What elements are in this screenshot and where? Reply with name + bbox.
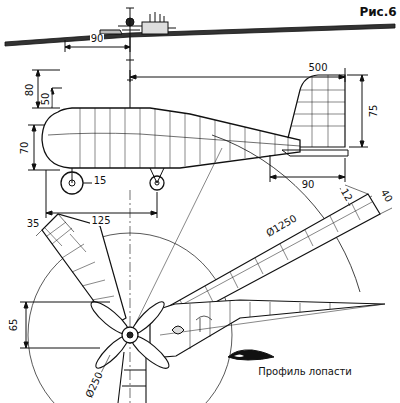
dimension: 90 bbox=[90, 34, 105, 44]
figure-number: Рис.6 bbox=[358, 6, 397, 18]
dimension: 65 bbox=[9, 318, 19, 333]
dimension: 75 bbox=[369, 104, 379, 119]
dimension: 35 bbox=[26, 219, 41, 229]
dimension: 125 bbox=[90, 216, 111, 226]
dimension: 40 bbox=[378, 187, 394, 205]
dimension: 70 bbox=[20, 141, 30, 156]
dimension: 500 bbox=[307, 63, 328, 73]
caption-label: Профиль лопасти bbox=[257, 367, 353, 377]
dimension: 90 bbox=[301, 180, 316, 190]
dimension: 50 bbox=[41, 92, 51, 107]
dimension: 15 bbox=[93, 176, 108, 186]
dimension: 12 bbox=[338, 186, 354, 204]
dimension: 80 bbox=[25, 83, 35, 98]
dimension: Ø250 bbox=[83, 370, 104, 400]
